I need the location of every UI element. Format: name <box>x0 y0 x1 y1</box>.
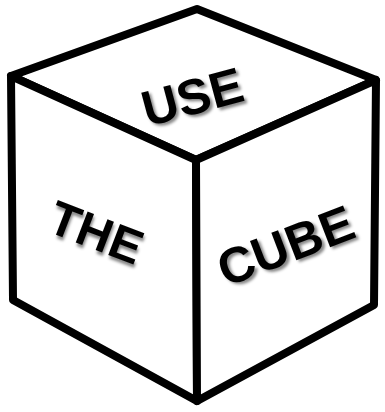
right-face: CUBE <box>196 80 376 401</box>
face-polygon <box>196 80 376 401</box>
face-polygon <box>11 76 197 401</box>
